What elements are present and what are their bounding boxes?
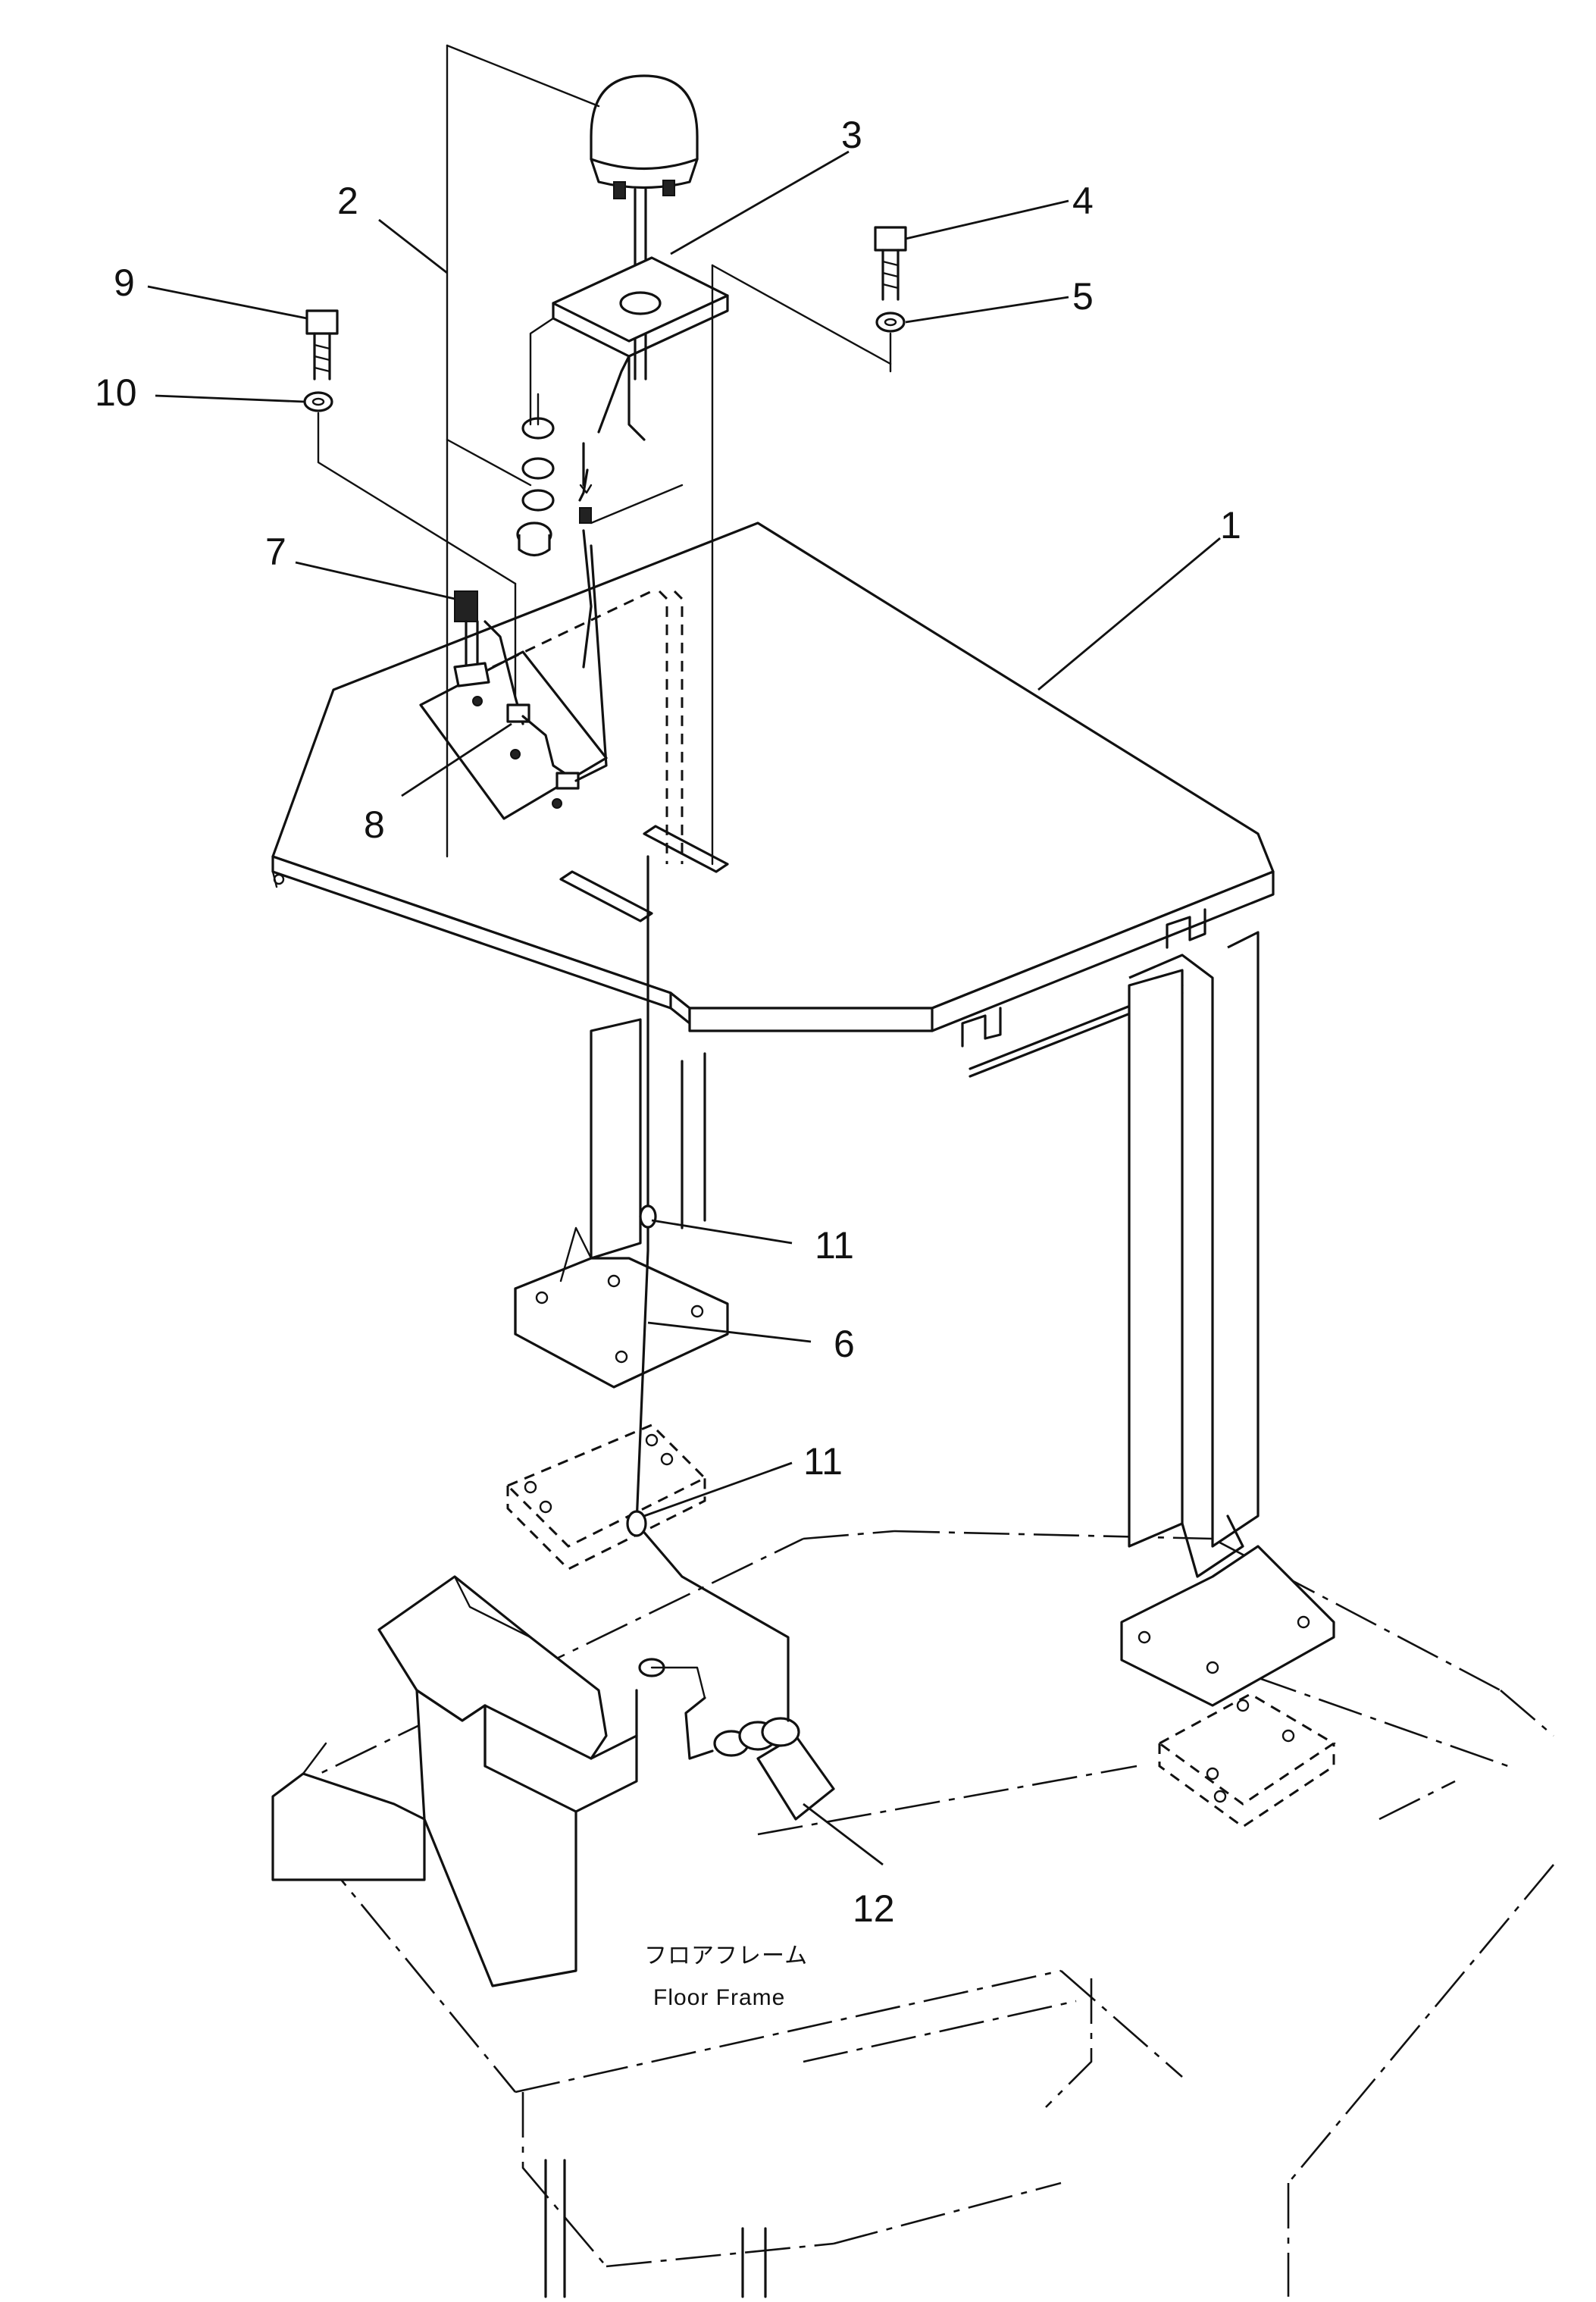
assembly-lines xyxy=(317,44,892,866)
callout-2: 2 xyxy=(337,180,358,222)
floor-frame-label-jp: フロアフレーム xyxy=(644,1943,808,1968)
canopy-desk xyxy=(271,521,1275,1078)
washer-item-5 xyxy=(875,312,906,333)
bolt-item-4 xyxy=(874,226,907,301)
callout-3: 3 xyxy=(841,114,862,156)
callout-12: 12 xyxy=(853,1887,895,1930)
callout-11-lower: 11 xyxy=(803,1440,843,1483)
leader-lines xyxy=(147,150,1221,1866)
left-leg xyxy=(514,1018,729,1389)
callout-numbers: 1 2 3 4 5 6 7 8 9 10 11 11 12 xyxy=(95,114,1241,1930)
bolt-item-9 xyxy=(305,309,339,381)
right-leg xyxy=(1120,931,1335,1707)
lower-mount-plate xyxy=(505,1423,707,1571)
callout-6: 6 xyxy=(834,1323,855,1365)
lamp-bracket xyxy=(552,256,729,441)
right-mount-plate xyxy=(1157,1693,1336,1828)
floor-frame xyxy=(271,1530,1554,2298)
clamp-assembly xyxy=(638,1658,835,1821)
floor-frame-label-en: Floor Frame xyxy=(653,1985,785,2010)
callout-7: 7 xyxy=(265,531,286,573)
callout-11-upper: 11 xyxy=(815,1224,854,1267)
callout-4: 4 xyxy=(1072,180,1094,222)
callout-9: 9 xyxy=(114,262,135,304)
washer-item-10 xyxy=(303,391,333,412)
callout-5: 5 xyxy=(1072,275,1094,318)
floor-frame-label: フロアフレーム Floor Frame xyxy=(644,1943,808,2010)
wire-harness xyxy=(492,590,790,1722)
callout-1: 1 xyxy=(1220,504,1241,547)
callout-8: 8 xyxy=(364,803,385,846)
callout-10: 10 xyxy=(95,371,137,414)
lamp-hardware-stack xyxy=(516,393,593,669)
switch-plate xyxy=(419,544,608,820)
console-box xyxy=(271,1575,638,1987)
